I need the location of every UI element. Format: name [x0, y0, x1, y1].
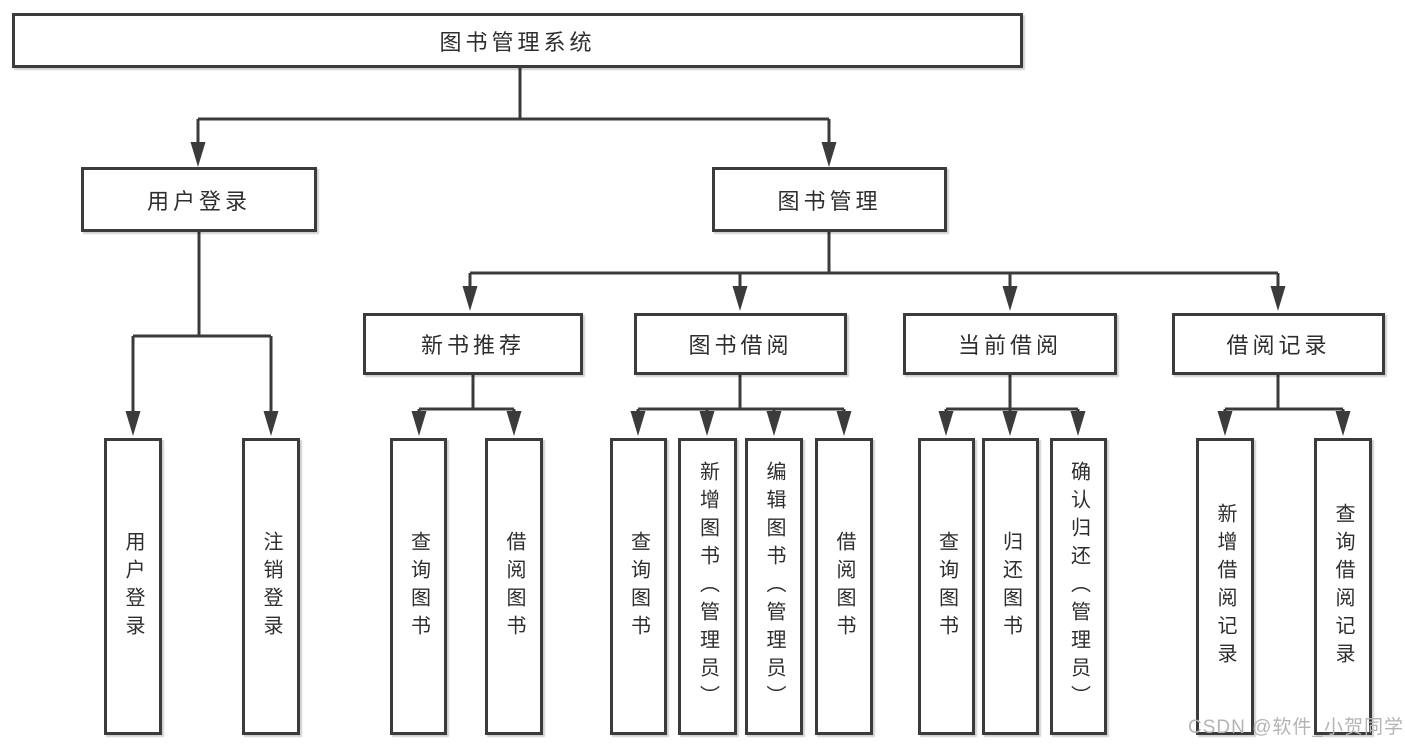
leaf-add-borrow-record: 新增借阅记录 [1196, 438, 1254, 735]
leaf-add-borrow-record-label: 新增借阅记录 [1214, 502, 1236, 671]
node-book-borrowing: 图书借阅 [634, 313, 847, 375]
leaf-add-book-admin-label: 新增图书（管理员） [696, 460, 719, 713]
leaf-borrow-books-1: 借阅图书 [485, 438, 543, 735]
node-root-label: 图书管理系统 [439, 29, 596, 55]
leaf-search-books-2-label: 查询图书 [627, 530, 650, 643]
node-new-book-recommendation-label: 新书推荐 [420, 333, 525, 358]
leaf-edit-book-admin: 编辑图书（管理员） [745, 438, 803, 735]
leaf-search-books-3-label: 查询图书 [935, 530, 958, 643]
leaf-search-borrow-record-label: 查询借阅记录 [1332, 502, 1354, 671]
leaf-return-book: 归还图书 [982, 438, 1039, 735]
leaf-user-login-label: 用户登录 [122, 530, 144, 643]
leaf-confirm-return-admin-label: 确认归还（管理员） [1067, 460, 1090, 713]
node-borrowing-records-label: 借阅记录 [1226, 333, 1331, 358]
leaf-edit-book-admin-label: 编辑图书（管理员） [763, 460, 785, 713]
leaf-confirm-return-admin: 确认归还（管理员） [1050, 438, 1107, 735]
leaf-search-books-2: 查询图书 [610, 438, 667, 735]
node-current-borrowing-label: 当前借阅 [957, 333, 1062, 358]
leaf-search-books-1: 查询图书 [390, 438, 447, 735]
node-new-book-recommendation: 新书推荐 [363, 313, 583, 375]
leaf-return-book-label: 归还图书 [999, 530, 1022, 643]
node-book-management-label: 图书管理 [777, 188, 882, 214]
leaf-add-book-admin: 新增图书（管理员） [678, 438, 737, 735]
node-root: 图书管理系统 [12, 13, 1023, 68]
node-book-management: 图书管理 [712, 167, 947, 232]
leaf-borrow-books-2: 借阅图书 [815, 438, 873, 735]
leaf-search-books-3: 查询图书 [918, 438, 975, 735]
leaf-borrow-books-2-label: 借阅图书 [833, 530, 855, 643]
node-borrowing-records: 借阅记录 [1172, 313, 1385, 375]
csdn-watermark: CSDN @软件_小贺同学 [1188, 717, 1404, 738]
node-user-login-label: 用户登录 [146, 188, 251, 214]
leaf-user-login: 用户登录 [104, 438, 162, 735]
arrowheads [125, 142, 1351, 436]
leaf-search-books-1-label: 查询图书 [407, 530, 430, 643]
node-book-borrowing-label: 图书借阅 [688, 333, 793, 358]
leaf-logout: 注销登录 [242, 438, 300, 735]
connector-trunks [133, 68, 1343, 411]
leaf-logout-label: 注销登录 [260, 530, 282, 643]
leaf-search-borrow-record: 查询借阅记录 [1314, 438, 1372, 735]
leaf-borrow-books-1-label: 借阅图书 [503, 530, 525, 643]
node-user-login: 用户登录 [81, 167, 317, 232]
node-current-borrowing: 当前借阅 [903, 313, 1117, 375]
